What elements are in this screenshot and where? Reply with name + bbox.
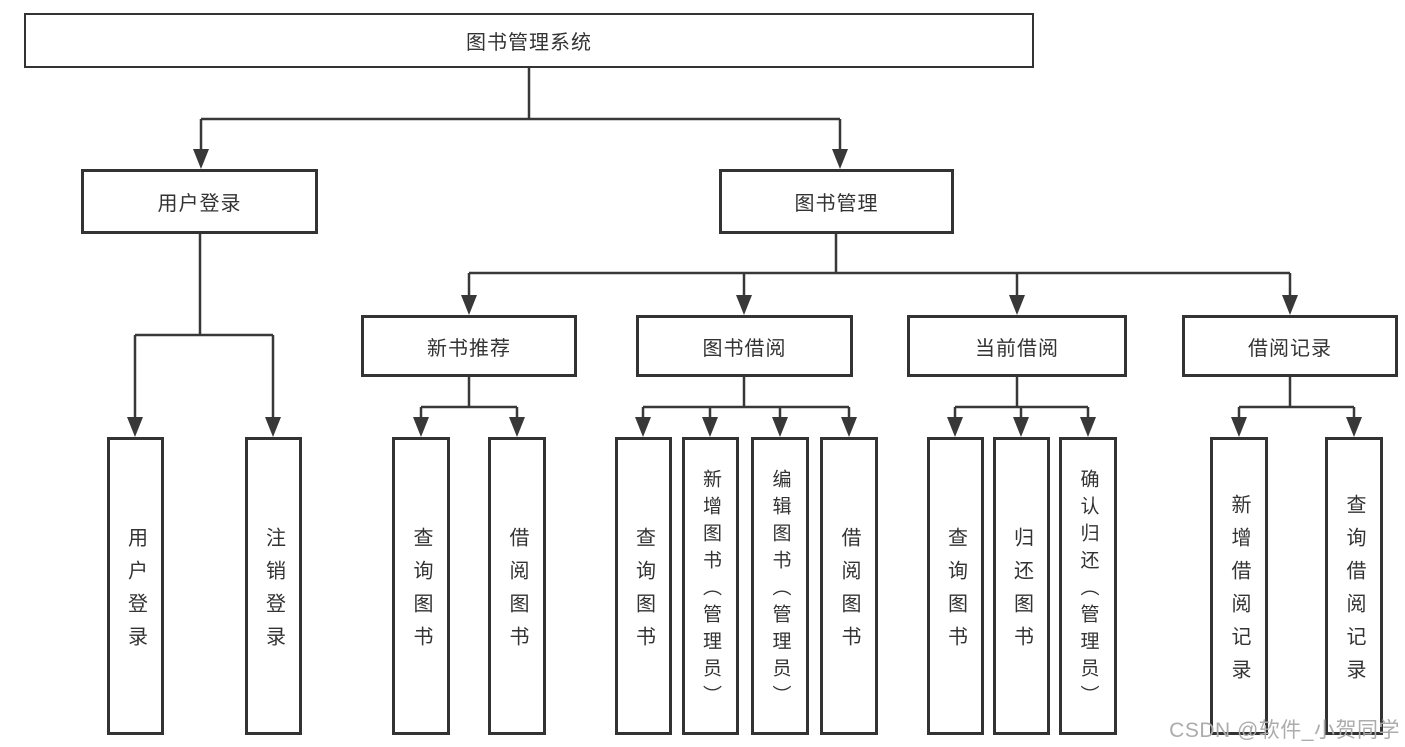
leaf-current-return-books: 归还图书: [993, 437, 1050, 735]
leaf-current-confirm-return-admin: 确认归还（管理员）: [1059, 437, 1117, 735]
leaf-borrowing-edit-books-admin-label: 编辑图书（管理员）: [769, 468, 791, 712]
leaf-recommend-borrow-books-label: 借阅图书: [506, 526, 528, 659]
node-current-borrowing-label: 当前借阅: [975, 337, 1059, 360]
leaf-logout-label: 注销登录: [262, 526, 285, 659]
node-book-borrowing-label: 图书借阅: [702, 337, 787, 360]
node-book-borrowing: 图书借阅: [636, 315, 853, 377]
leaf-records-add-borrow-record: 新增借阅记录: [1210, 437, 1268, 735]
leaf-recommend-query-books-label: 查询图书: [410, 526, 432, 659]
connector-lines: [133, 68, 1356, 420]
node-book-management-label: 图书管理: [794, 193, 879, 215]
leaf-borrowing-borrow-books-label: 借阅图书: [838, 526, 860, 659]
node-borrowing-records: 借阅记录: [1182, 315, 1398, 377]
node-borrowing-records-label: 借阅记录: [1248, 337, 1332, 360]
leaf-borrowing-add-books-admin-label: 新增图书（管理员）: [700, 468, 721, 712]
leaf-user-login: 用户登录: [107, 437, 164, 735]
leaf-recommend-query-books: 查询图书: [392, 437, 450, 735]
leaf-current-return-books-label: 归还图书: [1010, 526, 1033, 659]
node-new-book-recommendation-label: 新书推荐: [427, 337, 511, 360]
leaf-current-query-books-label: 查询图书: [944, 526, 967, 659]
node-library-management-system: 图书管理系统: [24, 13, 1034, 68]
leaf-records-query-borrow-record: 查询借阅记录: [1325, 437, 1383, 735]
leaf-current-confirm-return-admin-label: 确认归还（管理员）: [1077, 468, 1099, 712]
node-new-book-recommendation: 新书推荐: [361, 315, 577, 377]
leaf-borrowing-add-books-admin: 新增图书（管理员）: [682, 437, 739, 735]
node-book-management: 图书管理: [719, 169, 954, 234]
leaf-current-query-books: 查询图书: [927, 437, 984, 735]
node-user-login: 用户登录: [81, 169, 318, 234]
leaf-user-login-label: 用户登录: [124, 526, 147, 659]
leaf-borrowing-borrow-books: 借阅图书: [820, 437, 878, 735]
leaf-records-add-borrow-record-label: 新增借阅记录: [1228, 493, 1250, 692]
leaf-recommend-borrow-books: 借阅图书: [488, 437, 546, 735]
node-user-login-label: 用户登录: [157, 193, 242, 215]
leaf-records-query-borrow-record-label: 查询借阅记录: [1343, 493, 1365, 692]
node-current-borrowing: 当前借阅: [907, 315, 1127, 377]
leaf-borrowing-edit-books-admin: 编辑图书（管理员）: [751, 437, 809, 735]
node-library-management-system-label: 图书管理系统: [466, 32, 592, 54]
leaf-logout: 注销登录: [245, 437, 302, 735]
leaf-borrowing-query-books-label: 查询图书: [632, 526, 655, 659]
leaf-borrowing-query-books: 查询图书: [615, 437, 672, 735]
csdn-watermark: CSDN @软件_小贺同学: [1169, 719, 1400, 742]
